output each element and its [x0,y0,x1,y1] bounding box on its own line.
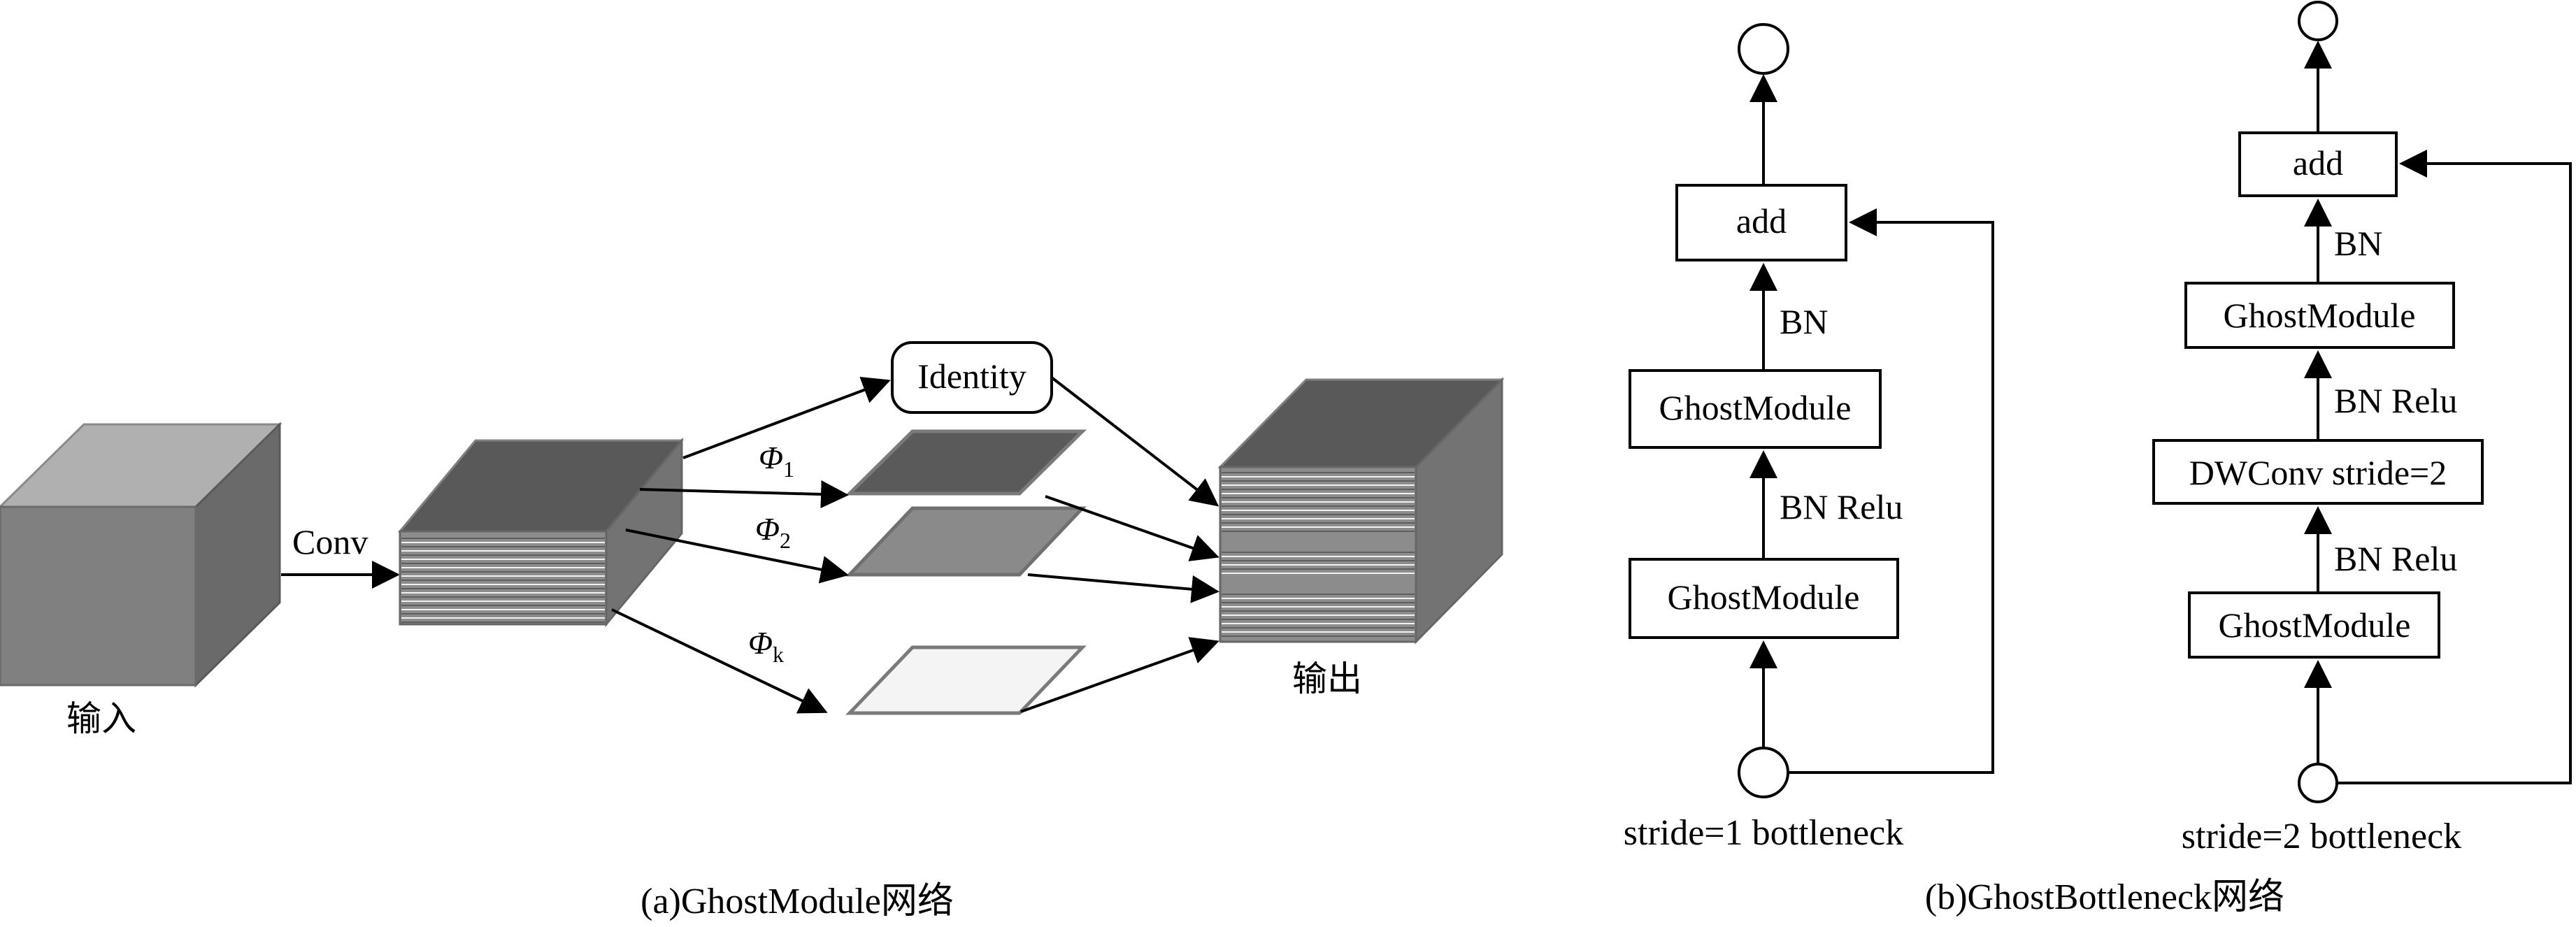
phi-1-label: Φ1 [759,440,794,482]
s2-dwconv-box [2152,439,2484,505]
s2-add-box [2238,131,2398,197]
phi-1-arrow [639,480,849,509]
phi-k-arrow [611,608,828,714]
s1-bn-relu-label: BN Relu [1780,487,1903,526]
s1-add-label: add [1736,201,1787,240]
identity-label: Identity [917,357,1026,396]
phi-2-plane [845,506,1087,577]
s2-ghost-top-box [2184,282,2455,349]
phi-2-arrow [625,529,849,584]
ghost-module-panel: 输入 Conv 输出 Identity Φ1 Φ2 Φk [0,341,1505,921]
s2-ghost-top-label: GhostModule [2224,296,2416,335]
s2-bn-relu-top-label: BN Relu [2334,381,2457,420]
output-block-front [1219,466,1417,643]
phi-k-out-arrow [1020,637,1219,713]
feature-block [397,437,685,628]
input-label: 输入 [66,699,136,738]
bottleneck-stride1-panel: add BN GhostModule BN Relu GhostModule s… [1624,23,1994,853]
phi-2-label: Φ2 [755,511,791,553]
phi-2-out-arrow [1027,573,1219,603]
output-label: 输出 [1292,659,1362,698]
s2-add-label: add [2293,143,2343,182]
module-caption: (a)GhostModule网络 [641,882,954,921]
s1-ghost-bottom-box [1629,558,1899,639]
s1-ghost-top-box [1629,369,1882,449]
s1-input-node [1738,747,1789,798]
feature-block-stripes [401,538,605,623]
s2-input-node [2298,763,2338,803]
s1-output-node [1738,23,1789,75]
identity-in-arrow [682,376,891,459]
input-cube-front [0,505,197,687]
s2-bn-relu-bottom-label: BN Relu [2334,539,2457,578]
s1-bn-label: BN [1780,302,1828,341]
s2-dwconv-label: DWConv stride=2 [2189,453,2447,492]
identity-out-arrow [1050,376,1219,507]
output-block-stripes [1222,472,1415,637]
phi-1-out-arrow [1045,495,1219,561]
s2-output-node [2298,1,2338,41]
feature-block-front [399,530,608,626]
s1-add-box [1675,184,1847,261]
phi-1-plane [845,429,1087,496]
s2-caption: stride=2 bottleneck [2182,817,2461,856]
output-block [1217,377,1505,645]
conv-label: Conv [292,522,368,561]
input-cube [0,422,282,688]
s1-caption: stride=1 bottleneck [1624,813,1903,853]
s2-bn-label: BN [2334,224,2382,263]
s2-ghost-bottom-label: GhostModule [2219,605,2411,645]
s1-ghost-bottom-label: GhostModule [1668,577,1860,617]
s1-ghost-top-label: GhostModule [1659,388,1852,427]
bottleneck-caption: (b)GhostBottleneck网络 [1925,877,2284,917]
phi-k-label: Φk [748,625,784,667]
phi-k-plane [845,645,1087,715]
bottleneck-stride2-panel: add BN GhostModule BN Relu DWConv stride… [2152,1,2572,856]
s2-skip-connection [2337,150,2572,784]
s1-skip-connection [1788,208,1994,774]
s2-ghost-bottom-box [2188,591,2440,659]
